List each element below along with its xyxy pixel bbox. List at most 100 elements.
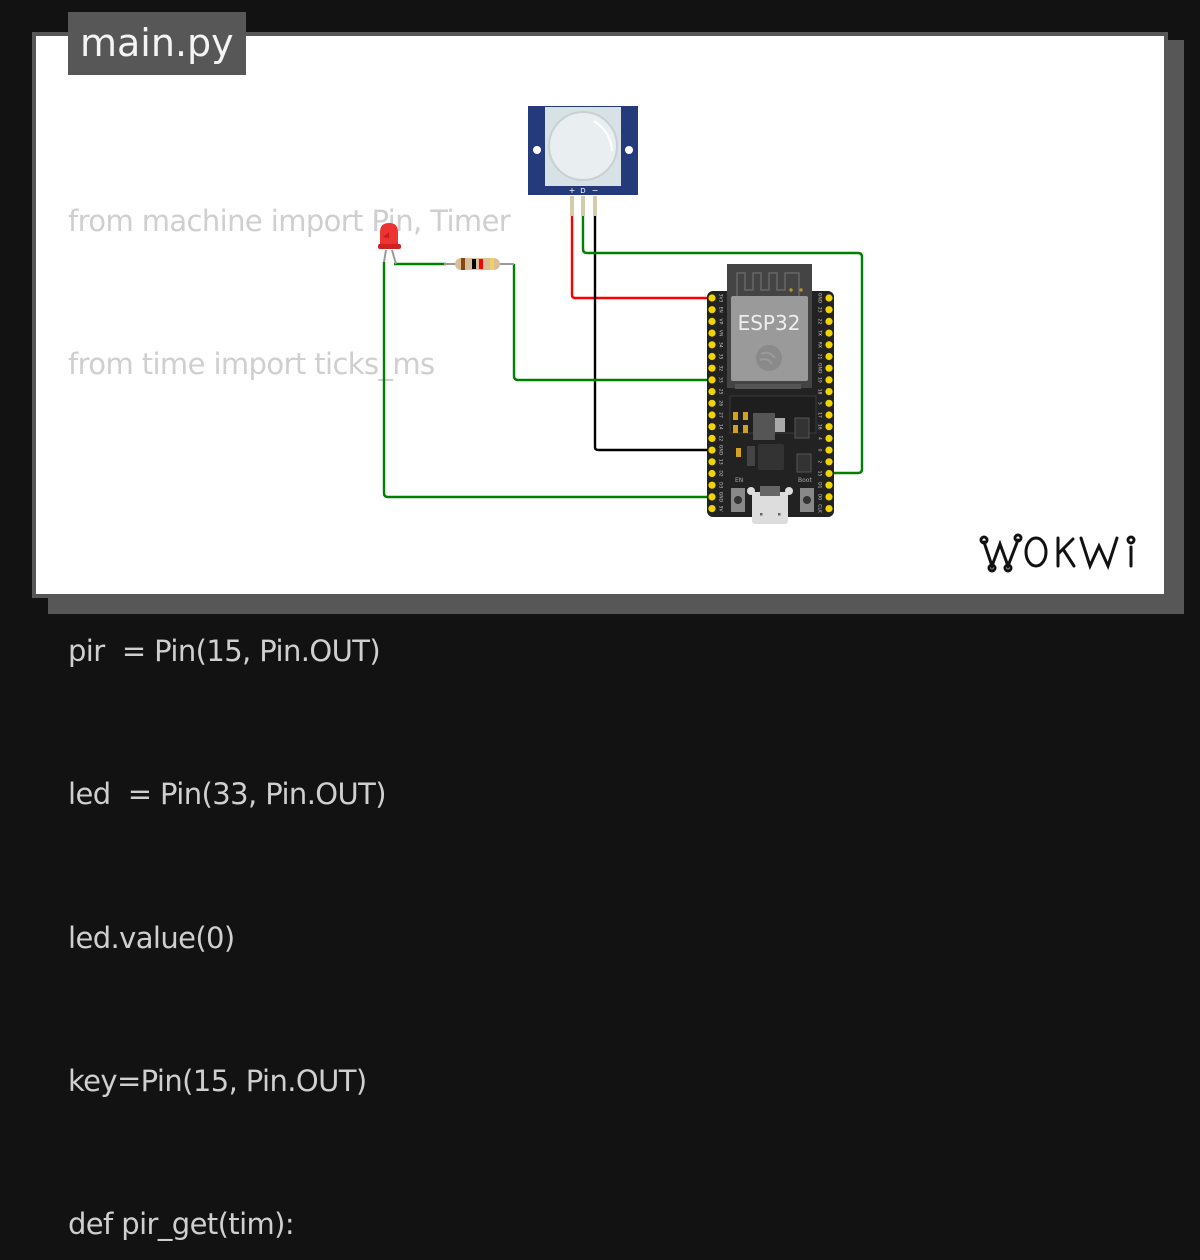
pin-right-clk[interactable]	[825, 505, 833, 513]
code-line: def pir_get(tim):	[68, 1207, 295, 1242]
pin-label: 16	[817, 424, 823, 430]
code-line: pir = Pin(15, Pin.OUT)	[68, 633, 381, 668]
pin-label: 3V3	[718, 294, 724, 303]
pin-right-18[interactable]	[825, 388, 833, 396]
pin-label: 26	[718, 400, 724, 406]
pin-label: D2	[718, 470, 724, 476]
pin-right-rx[interactable]	[825, 341, 833, 349]
pin-left-26[interactable]	[708, 399, 716, 407]
pin-label: 27	[718, 412, 724, 418]
pin-label: 13	[718, 459, 724, 465]
pin-right-tx[interactable]	[825, 329, 833, 337]
pin-label: 5	[817, 402, 823, 405]
wire-pir-gnd[interactable]	[593, 216, 713, 452]
pin-label: GND	[718, 445, 724, 456]
pin-label: EN	[718, 307, 724, 313]
pin-right-19[interactable]	[825, 376, 833, 384]
pir-pin-data-label: D	[580, 187, 585, 195]
pin-left-34[interactable]	[708, 341, 716, 349]
pin-label: 5V	[718, 506, 724, 513]
pin-label: 21	[817, 354, 823, 360]
pin-label: 2	[817, 460, 823, 463]
pin-left-vn[interactable]	[708, 329, 716, 337]
pin-right-2[interactable]	[825, 458, 833, 466]
pir-pin-vcc-label: +	[569, 186, 576, 195]
code-line: led = Pin(33, Pin.OUT)	[68, 777, 387, 812]
pin-right-d1[interactable]	[825, 481, 833, 489]
wokwi-logo	[979, 533, 1136, 573]
en-label: EN	[735, 477, 743, 484]
pin-label: 19	[817, 377, 823, 383]
pin-left-5v[interactable]	[708, 505, 716, 513]
pin-label: VP	[718, 319, 724, 325]
pin-right-gnd[interactable]	[825, 364, 833, 372]
esp32-board[interactable]: ESP32 EN Boot 3V3ENVPVN34353233252627141…	[707, 264, 834, 524]
wire-resistor-to-33[interactable]	[512, 264, 713, 382]
pin-label: 15	[817, 471, 823, 477]
pir-pin-gnd-label: −	[592, 186, 599, 195]
pin-left-en[interactable]	[708, 306, 716, 314]
pin-right-0[interactable]	[825, 446, 833, 454]
pin-label: D1	[817, 482, 823, 488]
pin-right-23[interactable]	[825, 306, 833, 314]
wire-pir-vcc[interactable]	[570, 216, 713, 300]
pin-left-25[interactable]	[708, 388, 716, 396]
pin-label: 4	[817, 437, 823, 440]
pin-label: GND	[718, 492, 724, 503]
pin-right-d0[interactable]	[825, 493, 833, 501]
file-tab[interactable]: main.py	[68, 12, 246, 75]
pin-right-4[interactable]	[825, 434, 833, 442]
pin-left-12[interactable]	[708, 434, 716, 442]
pin-left-33[interactable]	[708, 376, 716, 384]
pin-right-gnd[interactable]	[825, 294, 833, 302]
pin-label: GND	[817, 293, 823, 304]
pin-label: 0	[817, 449, 823, 452]
pin-right-5[interactable]	[825, 399, 833, 407]
usb-port	[752, 492, 788, 524]
pin-label: 17	[817, 412, 823, 418]
pin-label: D0	[817, 494, 823, 500]
pin-label: 33	[718, 377, 724, 383]
pin-label: 12	[718, 436, 724, 442]
pin-left-d2[interactable]	[708, 469, 716, 478]
pin-label: RX	[817, 342, 823, 348]
pin-left-32[interactable]	[708, 364, 716, 372]
pin-right-16[interactable]	[825, 423, 833, 431]
pin-right-21[interactable]	[825, 352, 833, 361]
led-red[interactable]	[378, 223, 401, 265]
pin-right-22[interactable]	[825, 317, 833, 325]
wire-led-to-gnd[interactable]	[382, 262, 713, 499]
resistor[interactable]	[455, 258, 500, 270]
pin-label: 18	[817, 389, 823, 395]
pin-left-gnd[interactable]	[708, 493, 716, 501]
pin-label: 32	[718, 365, 724, 371]
pin-label: VN	[718, 330, 724, 336]
esp32-label: ESP32	[738, 311, 801, 335]
pin-label: 14	[718, 424, 724, 430]
pin-label: GND	[817, 363, 823, 374]
pin-left-14[interactable]	[708, 423, 716, 431]
pin-right-15[interactable]	[825, 469, 833, 478]
pin-label: CLK	[817, 504, 823, 514]
pin-label: 35	[718, 354, 724, 360]
pin-label: 25	[718, 389, 724, 395]
pin-left-vp[interactable]	[708, 317, 716, 325]
circuit-diagram: + D − ESP32	[378, 106, 864, 524]
pin-right-17[interactable]	[825, 411, 833, 419]
wire-pir-data[interactable]	[581, 216, 864, 475]
pin-left-3v3[interactable]	[708, 294, 716, 302]
code-line: led.value(0)	[68, 920, 235, 955]
pin-left-13[interactable]	[708, 458, 716, 466]
pin-label: D3	[718, 482, 724, 488]
boot-label: Boot	[798, 477, 812, 484]
pin-label: 23	[817, 307, 823, 313]
pir-sensor[interactable]: + D −	[528, 106, 638, 216]
code-line: from machine import Pin, Timer	[68, 203, 511, 238]
pin-left-35[interactable]	[708, 352, 716, 361]
code-line: key=Pin(15, Pin.OUT)	[68, 1063, 367, 1098]
pin-left-d3[interactable]	[708, 481, 716, 489]
pin-label: TX	[817, 329, 823, 336]
pin-left-gnd[interactable]	[708, 446, 716, 454]
pin-left-27[interactable]	[708, 411, 716, 419]
code-line: from time import ticks_ms	[68, 346, 435, 381]
